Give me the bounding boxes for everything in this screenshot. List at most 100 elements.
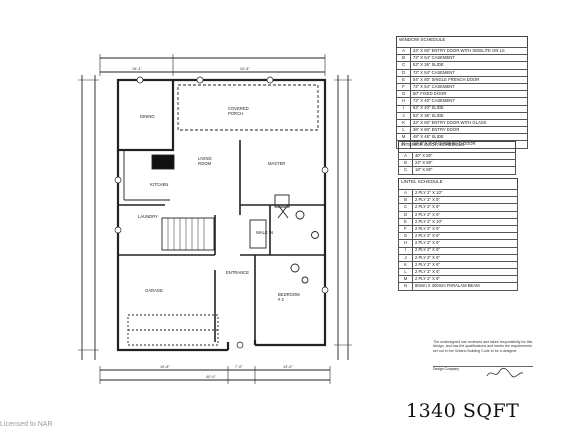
- room-label-walk-in: WALK IN: [256, 230, 273, 235]
- interior-door-schedule-key: C: [398, 166, 413, 175]
- window-schedule-key: J: [396, 111, 411, 120]
- lintel-schedule-value: 2 PLY 2" X 8": [412, 196, 518, 205]
- lintel-schedule-value: 2 PLY 2" X 6": [412, 253, 518, 262]
- lintel-schedule-value: 2 PLY 2" X 6": [412, 239, 518, 248]
- lintel-schedule-value: 2 PLY 2" X 6": [412, 260, 518, 270]
- window-schedule-title: WINDOW SCHEDULE: [396, 36, 528, 47]
- interior-door-schedule-value: 24" X 80": [412, 159, 516, 168]
- window-schedule-key: L: [396, 126, 411, 135]
- window-schedule-value: 72" X 40" CASEMENT: [410, 97, 528, 106]
- window-schedule-key: K: [396, 118, 411, 128]
- designer-note: The undersigned has reviewed and takes r…: [433, 340, 533, 353]
- watermark: Licensed to NAR: [0, 421, 53, 428]
- lintel-schedule-key: J: [398, 253, 413, 262]
- window-schedule-value: 72" X 54" CASEMENT: [410, 82, 528, 92]
- lintel-schedule-key: I: [398, 246, 413, 255]
- lintel-schedule-key: N: [398, 282, 413, 291]
- dimension-top-right: 24'-8": [240, 67, 250, 71]
- room-label-kitchen: KITCHEN: [150, 182, 168, 187]
- dimension-garage-bottom: 19'-8": [160, 365, 170, 369]
- lintel-schedule-key: K: [398, 260, 413, 270]
- dimension-overall-width: 40'-0": [206, 375, 216, 379]
- window-schedule-key: F: [396, 82, 411, 92]
- room-label-laundry: LAUNDRY: [138, 214, 158, 219]
- window-schedule-key: B: [396, 54, 411, 63]
- window-schedule-value: 48" X 48" SLIDE: [410, 133, 528, 142]
- lintel-schedule-key: F: [398, 224, 413, 234]
- window-schedule-value: 36" X 80" ENTRY DOOR: [410, 126, 528, 135]
- lintel-schedule-key: C: [398, 203, 413, 212]
- room-label-entrance: ENTRANCE: [226, 270, 249, 275]
- room-label-dining: DINING: [140, 114, 155, 119]
- room-label-bedroom-2: BEDROOM# 2: [278, 292, 300, 302]
- window-schedule-key: H: [396, 97, 411, 106]
- window-schedule-key: M: [396, 133, 411, 142]
- lintel-schedule-value: 2 PLY 2" X 6": [412, 224, 518, 234]
- lintel-schedule-value: 2 PLY 2" X 6": [412, 246, 518, 255]
- window-schedule-key: A: [396, 46, 411, 56]
- square-footage-label: 1340 SQFT: [406, 400, 520, 422]
- signature-label: Design Company: [433, 367, 460, 371]
- lintel-schedule-key: L: [398, 268, 413, 277]
- window-schedule-value: 52" X 40" SLIDE: [410, 104, 528, 113]
- window-schedule-key: I: [396, 104, 411, 113]
- lintel-schedule-value: 2 PLY 2" X 6": [412, 203, 518, 212]
- window-schedule-value: 54" X 80" SINGLE FRENCH DOOR: [410, 75, 528, 84]
- lintel-schedule-value: 2 PLY 2" X 6": [412, 210, 518, 219]
- dimension-top-left: 15'-4": [132, 67, 142, 71]
- lintel-schedule-value: 2 PLY 2" X 10": [412, 217, 518, 226]
- lintel-schedule-key: E: [398, 217, 413, 226]
- lintel-schedule-key: B: [398, 196, 413, 205]
- lintel-schedule-value: 2 PLY 2" X 6": [412, 275, 518, 284]
- lintel-schedule-key: H: [398, 239, 413, 248]
- lintel-schedule-key: M: [398, 275, 413, 284]
- lintel-schedule-value: 2 PLY 2" X 6": [412, 268, 518, 277]
- dimension-right-bottom: 13'-0": [283, 365, 293, 369]
- window-schedule-value: 52" X 36" SLIDE: [410, 111, 528, 120]
- interior-door-schedule-key: A: [398, 151, 413, 161]
- window-schedule-value: 52" X 36" SLIDE: [410, 61, 528, 70]
- dimension-entry-bottom: 7'-0": [235, 365, 243, 369]
- interior-door-schedule-title: INTERIOR DOOR SCHEDULE: [398, 141, 516, 152]
- room-label-garage: GARAGE: [145, 288, 163, 293]
- window-schedule-value: 72" X 54" CASEMENT: [410, 68, 528, 77]
- window-schedule-value: 34" X 80" ENTRY DOOR WITH SIDELITE ON LS: [410, 46, 528, 56]
- lintel-schedule-title: LINTEL SCHEDULE: [398, 178, 518, 189]
- lintel-schedule-key: G: [398, 232, 413, 241]
- lintel-schedule-value: 2 PLY 2" X 6": [412, 232, 518, 241]
- window-schedule-key: E: [396, 75, 411, 84]
- window-schedule-value: 72" X 54" CASEMENT: [410, 54, 528, 63]
